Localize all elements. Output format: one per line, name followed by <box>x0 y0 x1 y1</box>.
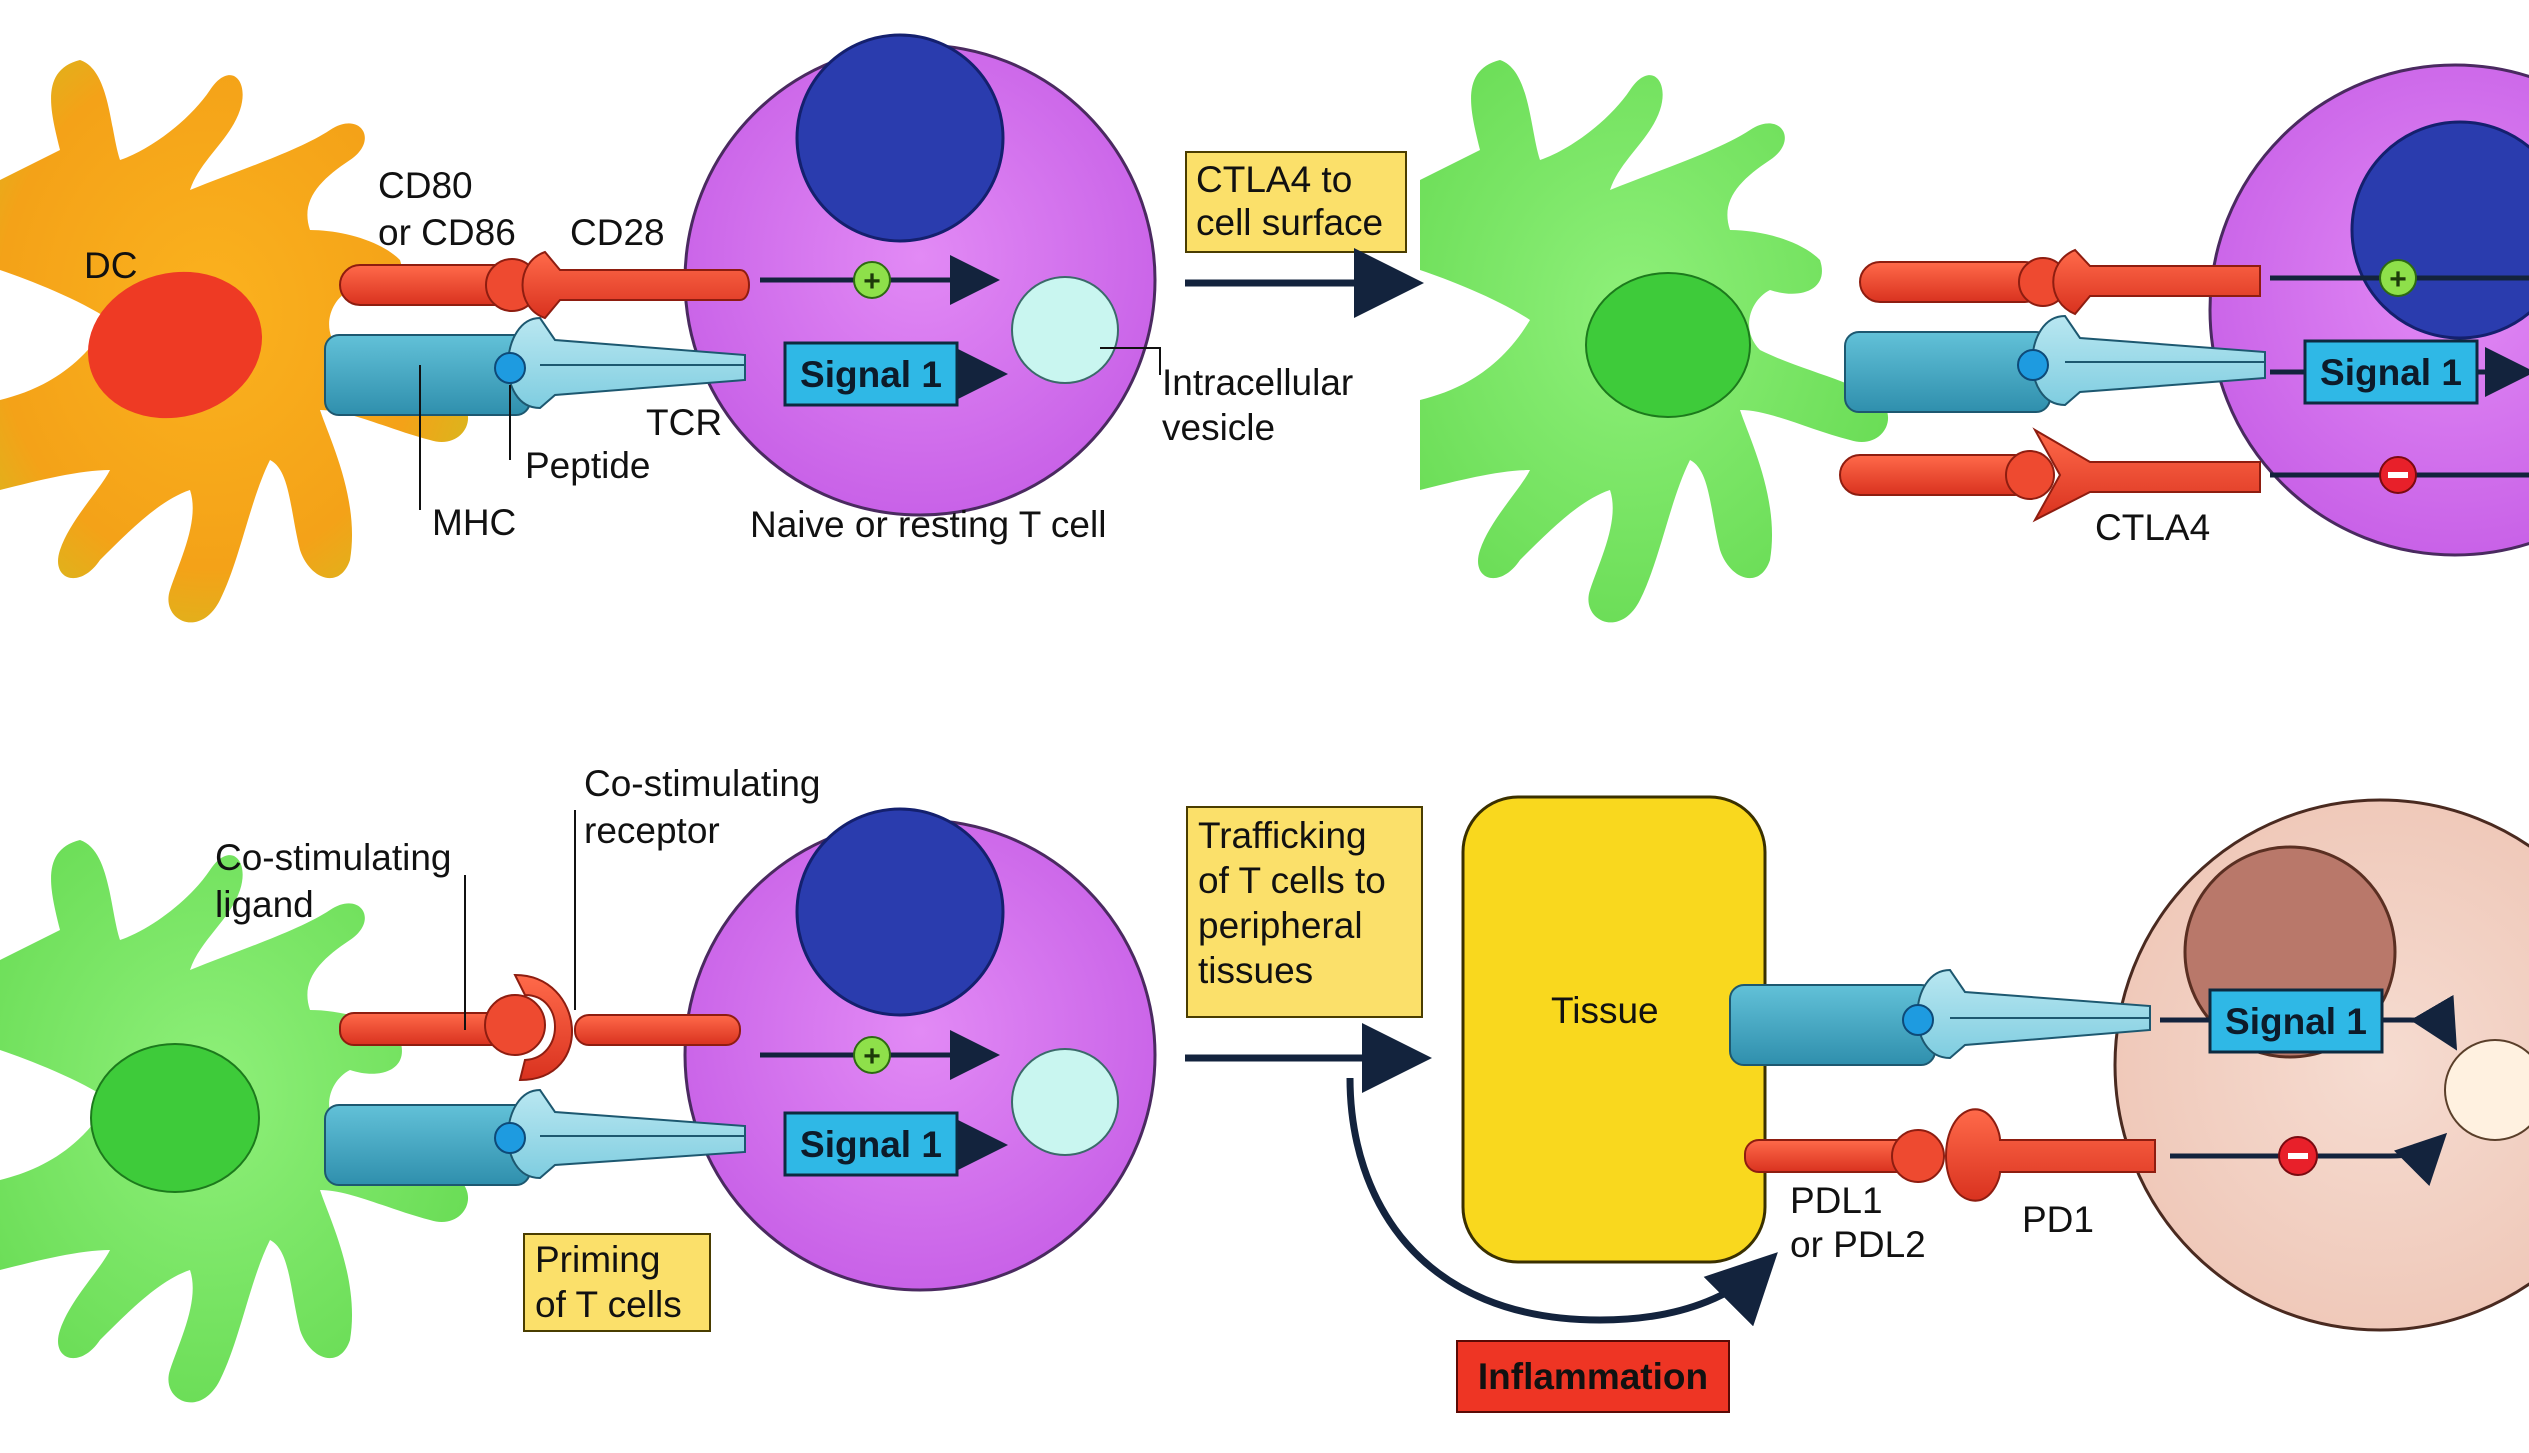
plus-icon-right <box>2379 259 2417 297</box>
signal-1-label-bottom-left: Signal 1 <box>800 1124 942 1165</box>
dc-label: DC <box>84 245 137 286</box>
ctla4-surface-line1: CTLA4 to <box>1196 159 1352 200</box>
co-stim-receptor-label: Co-stimulating <box>584 763 820 804</box>
mhc-label: MHC <box>432 502 516 543</box>
peptide-label: Peptide <box>525 445 651 486</box>
tissue-label: Tissue <box>1551 990 1659 1031</box>
pdl1-label: PDL1 <box>1790 1180 1883 1221</box>
dc-nucleus-bottom <box>90 1043 260 1193</box>
plus-icon-bottom <box>853 1036 891 1074</box>
vesicle-bottom-left <box>1011 1048 1119 1156</box>
intracellular-vesicle <box>1011 276 1119 384</box>
trafficking-callout <box>1186 806 1423 1018</box>
svg-text:+: + <box>863 1040 881 1073</box>
peptide-icon <box>494 352 526 384</box>
signal-1-label-peripheral: Signal 1 <box>2225 1001 2367 1042</box>
signal-1-box-right <box>2303 339 2479 405</box>
inflammation-curve-arrow <box>1346 1077 1778 1327</box>
panel-ctla4-inhibition: + Signal 1 CTLA4 <box>1420 60 2529 623</box>
co-stim-receptor-label-line2: receptor <box>584 810 720 851</box>
pdl1-label-line2: or PDL2 <box>1790 1224 1926 1265</box>
ctla4-label: CTLA4 <box>2095 507 2210 548</box>
panel-priming-signal: + Signal 1 DC CD80 or CD86 CD28 TCR Pept… <box>0 33 1353 623</box>
co-stim-receptor <box>574 1014 741 1046</box>
priming-line2: of T cells <box>535 1284 682 1325</box>
naive-t-cell-label: Naive or resting T cell <box>750 504 1106 545</box>
dc-nucleus-green <box>1585 272 1751 418</box>
ctla4-transition: CTLA4 to cell surface <box>1185 151 1424 318</box>
panel-costimulation: + Signal 1 Co-stimulating ligand Co-stim… <box>0 763 1157 1403</box>
vesicle-peripheral <box>2444 1039 2529 1141</box>
pd1-receptor <box>1945 1108 2156 1202</box>
intracellular-vesicle-label: Intracellular <box>1162 362 1353 403</box>
cd80-label-line2: or CD86 <box>378 212 516 253</box>
ctla4-surface-callout <box>1185 151 1407 253</box>
signal-1-box-bottom-left <box>783 1111 959 1177</box>
trafficking-line1: Trafficking <box>1198 815 1367 856</box>
dc-nucleus <box>87 271 263 419</box>
co-stim-ligand-label: Co-stimulating <box>215 837 451 878</box>
svg-text:+: + <box>2389 263 2407 296</box>
trafficking-line3: peripheral <box>1198 905 1363 946</box>
inflammation-label: Inflammation <box>1478 1356 1708 1397</box>
pd1-label: PD1 <box>2022 1199 2094 1240</box>
signal-1-box <box>783 341 959 407</box>
co-stim-ligand-label-line2: ligand <box>215 884 314 925</box>
tcr-label: TCR <box>646 402 722 443</box>
cd28-label: CD28 <box>570 212 665 253</box>
trafficking-line2: of T cells to <box>1198 860 1386 901</box>
ctla4-surface-line2: cell surface <box>1196 202 1383 243</box>
co-stim-receptor-cup <box>513 973 573 1082</box>
intracellular-vesicle-label-line2: vesicle <box>1162 407 1275 448</box>
signal-1-label: Signal 1 <box>800 354 942 395</box>
priming-line1: Priming <box>535 1239 660 1280</box>
t-cell-nucleus-bottom-left <box>795 807 1005 1017</box>
signal-1-box-peripheral <box>2208 988 2384 1054</box>
plus-icon <box>853 261 891 299</box>
tcr-receptor <box>507 316 746 410</box>
cd80-label: CD80 <box>378 165 473 206</box>
signal-1-label-right: Signal 1 <box>2320 352 2462 393</box>
ctla4-receptor <box>2032 427 2261 523</box>
inflammation-callout <box>1456 1340 1730 1413</box>
t-cell-nucleus <box>795 33 1005 243</box>
cd28-receptor <box>521 250 750 320</box>
priming-callout <box>523 1233 711 1332</box>
trafficking-line4: tissues <box>1198 950 1313 991</box>
svg-text:+: + <box>863 265 881 298</box>
trafficking-transition: Trafficking of T cells to peripheral tis… <box>1185 806 1778 1413</box>
panel-pd1-inhibition: Tissue Signal 1 PDL1 or PDL2 PD1 <box>1461 795 2529 1332</box>
